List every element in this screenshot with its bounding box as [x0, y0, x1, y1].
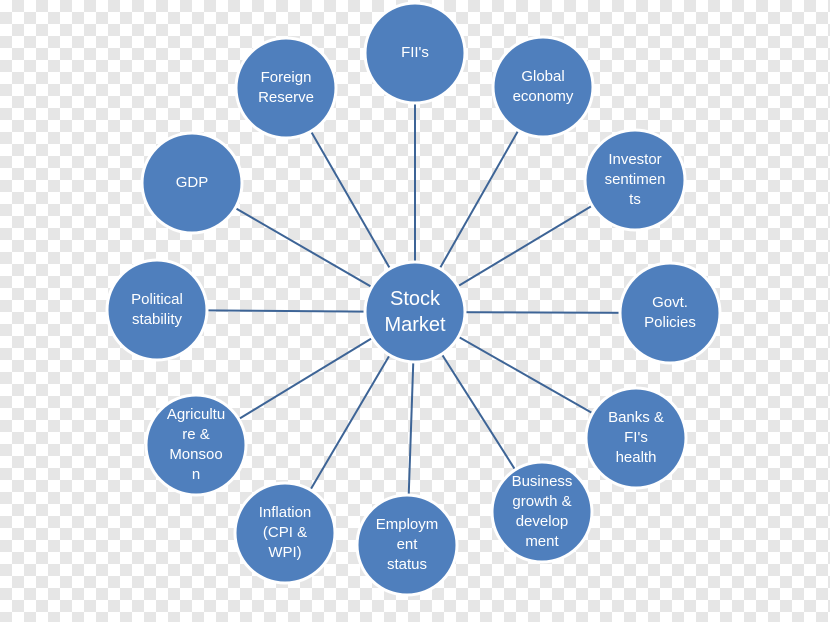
node-label-govt-policies: Govt. Policies [644, 294, 696, 331]
node-circle-banks-fis-health [584, 386, 688, 490]
node-label-foreign-reserve: Foreign Reserve [258, 69, 314, 106]
node-label-political-stability: Political stability [131, 291, 183, 328]
node-circles [105, 1, 722, 597]
node-circle-fiis [363, 1, 467, 105]
hub-label-stock-market: Stock Market [384, 288, 446, 336]
node-circle-political-stability [105, 258, 209, 362]
node-circle-agriculture-monsoon [144, 393, 248, 497]
node-label-business-growth: Business growth & develop ment [511, 473, 573, 550]
node-circle-gdp [140, 131, 244, 235]
node-label-agriculture-monsoon: Agricultu re & Monsoo n [166, 406, 226, 483]
node-label-employment-status: Employm ent status [375, 516, 439, 573]
node-circle-investor-sentiments [583, 128, 687, 232]
node-circle-foreign-reserve [234, 36, 338, 140]
node-label-inflation: Inflation (CPI & WPI) [258, 504, 312, 561]
node-label-global-economy: Global economy [512, 68, 574, 105]
node-circle-business-growth [490, 460, 594, 564]
node-label-gdp: GDP [175, 174, 209, 191]
node-circle-employment-status [355, 493, 459, 597]
node-label-investor-sentiments: Investor sentimen ts [604, 151, 666, 208]
node-circle-global-economy [491, 35, 595, 139]
node-label-fiis: FII's [401, 44, 429, 61]
node-circle-govt-policies [618, 261, 722, 365]
hub-circle-stock-market [363, 260, 467, 364]
node-label-banks-fis-health: Banks & FI's health [608, 409, 664, 466]
node-circle-inflation [233, 481, 337, 585]
